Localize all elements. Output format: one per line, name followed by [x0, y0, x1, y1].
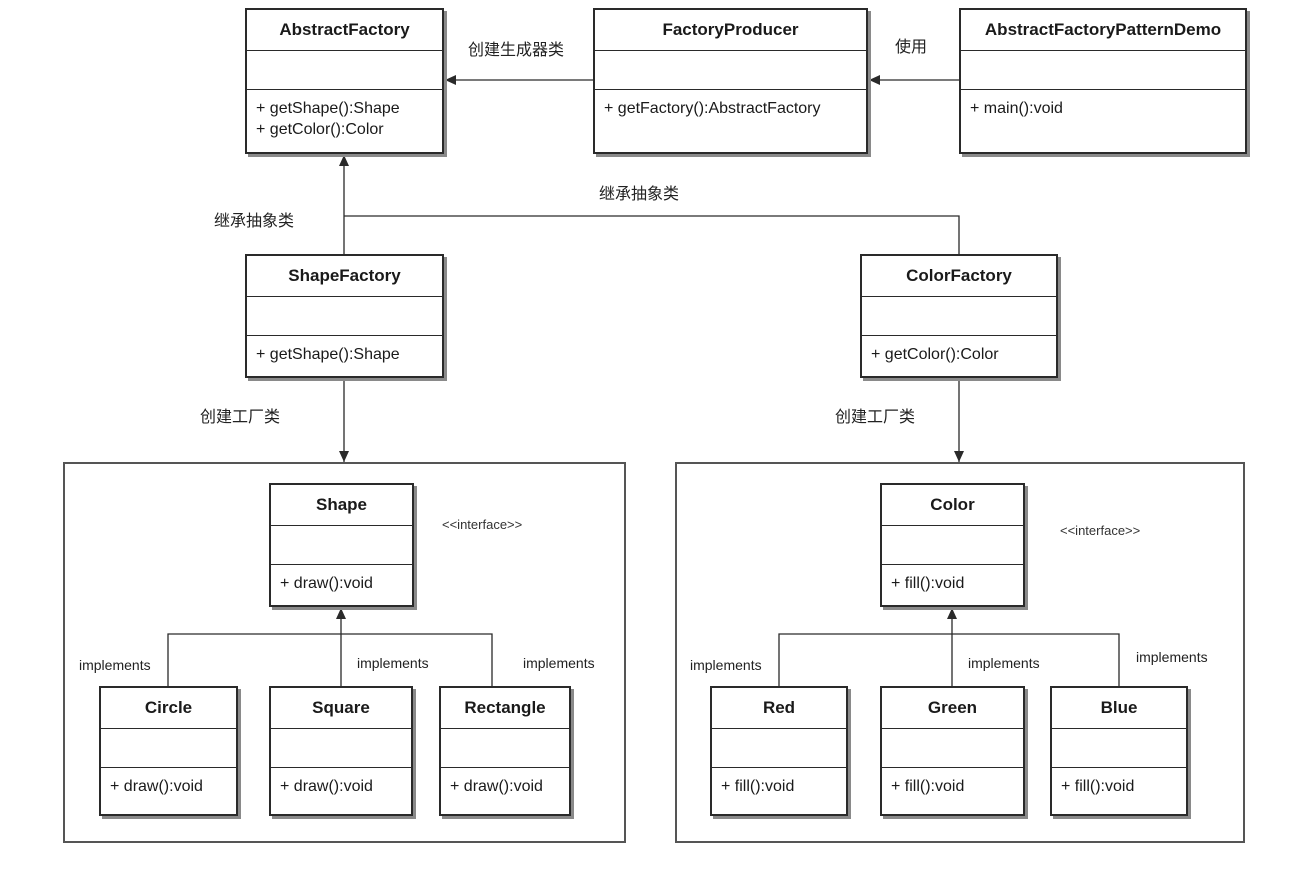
class-operations: + draw():void: [101, 768, 236, 797]
class-attributes: [595, 51, 866, 90]
operation: + getColor():Color: [256, 121, 384, 138]
label-impl-red: implements: [690, 657, 762, 673]
class-operations: + fill():void: [882, 768, 1023, 797]
class-name: Color: [882, 485, 1023, 526]
operation: + getColor():Color: [871, 346, 999, 363]
class-attributes: [271, 526, 412, 565]
class-red[interactable]: Red + fill():void: [710, 686, 848, 816]
label-impl-blue: implements: [1136, 649, 1208, 665]
operation: + fill():void: [891, 778, 965, 795]
class-green[interactable]: Green + fill():void: [880, 686, 1025, 816]
class-attributes: [862, 297, 1056, 336]
operation: + main():void: [970, 100, 1063, 117]
class-name: ColorFactory: [862, 256, 1056, 297]
label-inherit-abstract-left: 继承抽象类: [214, 213, 295, 230]
class-operations: + draw():void: [441, 768, 569, 797]
operation: + fill():void: [721, 778, 795, 795]
class-factory-producer[interactable]: FactoryProducer + getFactory():AbstractF…: [593, 8, 868, 154]
class-name: Rectangle: [441, 688, 569, 729]
class-operations: + getShape():Shape: [247, 336, 442, 365]
class-color-factory[interactable]: ColorFactory + getColor():Color: [860, 254, 1058, 378]
class-attributes: [441, 729, 569, 768]
color-package: [675, 462, 1245, 843]
label-create-generator: 创建生成器类: [468, 42, 565, 59]
label-shape-interface: <<interface>>: [442, 517, 523, 532]
label-impl-square: implements: [357, 655, 429, 671]
class-name: ShapeFactory: [247, 256, 442, 297]
label-inherit-abstract-right: 继承抽象类: [599, 186, 680, 203]
class-operations: + draw():void: [271, 565, 412, 594]
class-name: Green: [882, 688, 1023, 729]
class-operations: + getShape():Shape + getColor():Color: [247, 90, 442, 140]
class-attributes: [712, 729, 846, 768]
class-abstract-factory[interactable]: AbstractFactory + getShape():Shape + get…: [245, 8, 444, 154]
class-attributes: [961, 51, 1245, 90]
label-impl-green: implements: [968, 655, 1040, 671]
operation: + draw():void: [450, 778, 543, 795]
class-name: AbstractFactory: [247, 10, 442, 51]
shape-package: [63, 462, 626, 843]
operation: + fill():void: [891, 575, 965, 592]
class-name: AbstractFactoryPatternDemo: [961, 10, 1245, 51]
class-shape-factory[interactable]: ShapeFactory + getShape():Shape: [245, 254, 444, 378]
operation: + draw():void: [280, 778, 373, 795]
label-use: 使用: [895, 39, 928, 56]
class-attributes: [882, 526, 1023, 565]
class-operations: + draw():void: [271, 768, 411, 797]
shape-implements-line: [167, 633, 493, 686]
label-color-interface: <<interface>>: [1060, 523, 1141, 538]
operation: + getFactory():AbstractFactory: [604, 100, 821, 117]
class-attributes: [882, 729, 1023, 768]
class-name: FactoryProducer: [595, 10, 866, 51]
class-operations: + fill():void: [1052, 768, 1186, 797]
class-attributes: [271, 729, 411, 768]
operation: + fill():void: [1061, 778, 1135, 795]
class-blue[interactable]: Blue + fill():void: [1050, 686, 1188, 816]
label-impl-rectangle: implements: [523, 655, 595, 671]
interface-color[interactable]: Color + fill():void: [880, 483, 1025, 607]
class-name: Shape: [271, 485, 412, 526]
class-operations: + getFactory():AbstractFactory: [595, 90, 866, 119]
class-name: Square: [271, 688, 411, 729]
operation: + draw():void: [280, 575, 373, 592]
class-operations: + fill():void: [882, 565, 1023, 594]
class-demo[interactable]: AbstractFactoryPatternDemo + main():void: [959, 8, 1247, 154]
colorfactory-inherit-line: [344, 215, 960, 254]
operation: + draw():void: [110, 778, 203, 795]
class-attributes: [247, 51, 442, 90]
operation: + getShape():Shape: [256, 100, 400, 117]
class-name: Red: [712, 688, 846, 729]
label-create-factory-right: 创建工厂类: [835, 409, 916, 426]
class-square[interactable]: Square + draw():void: [269, 686, 413, 816]
class-attributes: [101, 729, 236, 768]
class-attributes: [1052, 729, 1186, 768]
class-operations: + main():void: [961, 90, 1245, 119]
label-impl-circle: implements: [79, 657, 151, 673]
operation: + getShape():Shape: [256, 346, 400, 363]
class-name: Blue: [1052, 688, 1186, 729]
label-create-factory-left: 创建工厂类: [200, 409, 281, 426]
class-name: Circle: [101, 688, 236, 729]
color-implements-line: [778, 633, 1120, 686]
class-operations: + getColor():Color: [862, 336, 1056, 365]
class-operations: + fill():void: [712, 768, 846, 797]
interface-shape[interactable]: Shape + draw():void: [269, 483, 414, 607]
class-rectangle[interactable]: Rectangle + draw():void: [439, 686, 571, 816]
class-attributes: [247, 297, 442, 336]
class-circle[interactable]: Circle + draw():void: [99, 686, 238, 816]
